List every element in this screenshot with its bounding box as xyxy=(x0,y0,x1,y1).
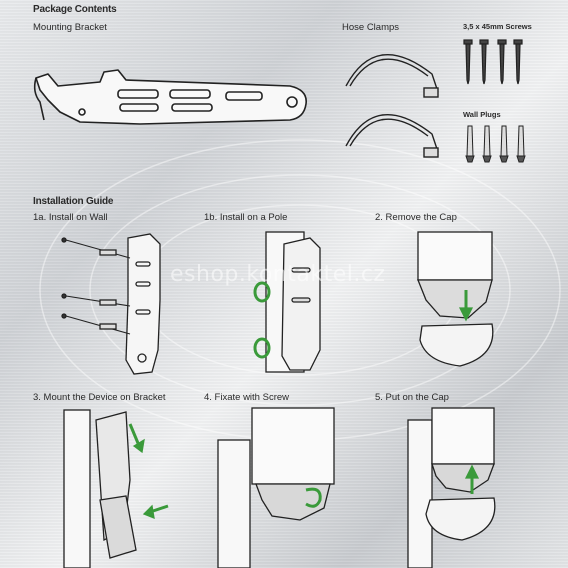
mounting-bracket-label: Mounting Bracket xyxy=(33,22,107,33)
wall-plugs-label: Wall Plugs xyxy=(463,110,501,119)
watermark: eshop.kontaktel.cz xyxy=(170,262,386,287)
step-5-label: 5. Put on the Cap xyxy=(375,392,449,403)
step-2-label: 2. Remove the Cap xyxy=(375,212,457,223)
step-1b-illustration xyxy=(253,231,321,373)
screws-label: 3,5 x 45mm Screws xyxy=(463,22,532,31)
package-contents-heading: Package Contents xyxy=(33,4,117,15)
step-4-illustration xyxy=(217,407,335,568)
step-2-illustration xyxy=(417,231,494,367)
step-3-illustration xyxy=(63,409,169,568)
installation-guide-heading: Installation Guide xyxy=(33,196,114,207)
step-1a-illustration xyxy=(61,233,161,375)
hose-clamps-illustration xyxy=(345,53,439,158)
screws-illustration xyxy=(463,39,523,85)
wall-plugs-illustration xyxy=(465,125,526,163)
step-3-label: 3. Mount the Device on Bracket xyxy=(33,392,166,403)
mounting-bracket-illustration xyxy=(33,69,307,125)
step-1b-label: 1b. Install on a Pole xyxy=(204,212,288,223)
step-5-illustration xyxy=(407,407,496,568)
hose-clamps-label: Hose Clamps xyxy=(342,22,400,33)
step-4-label: 4. Fixate with Screw xyxy=(204,392,289,403)
step-1a-label: 1a. Install on Wall xyxy=(33,212,108,223)
